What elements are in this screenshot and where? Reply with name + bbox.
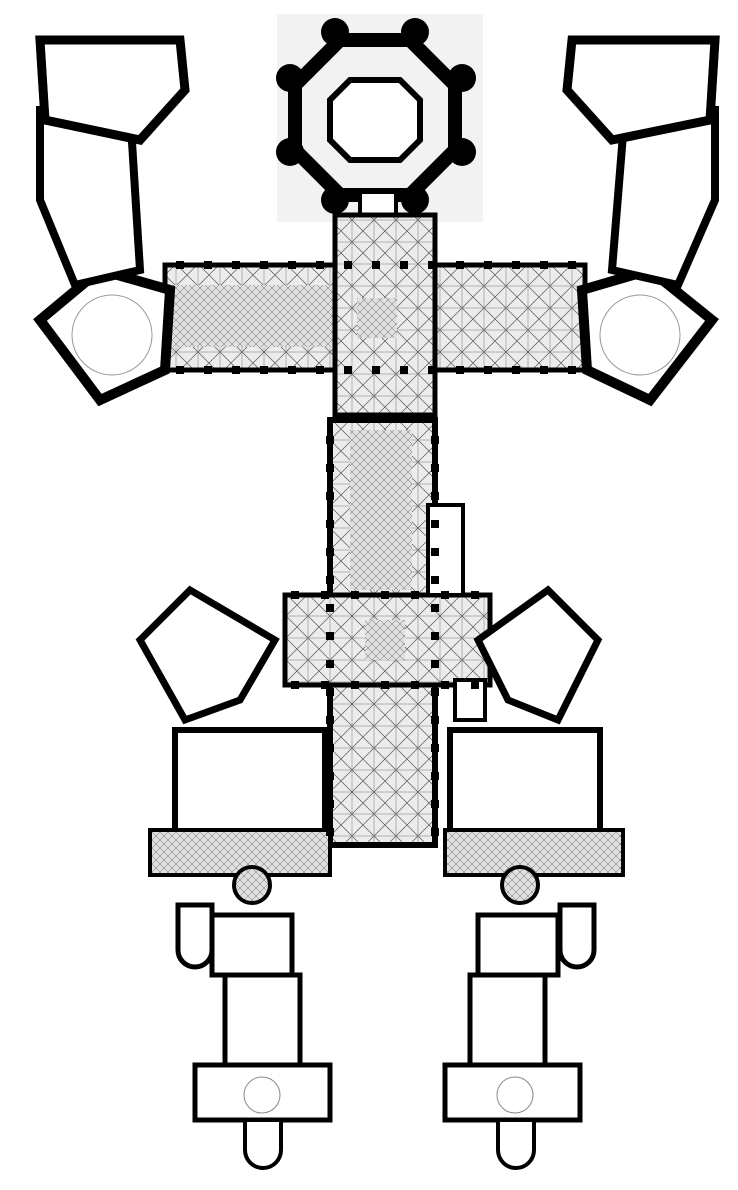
pier bbox=[344, 366, 352, 374]
pier bbox=[321, 681, 329, 689]
pier bbox=[326, 744, 334, 752]
pier bbox=[326, 464, 334, 472]
lower-left-complex bbox=[135, 585, 333, 1170]
pier bbox=[411, 591, 419, 599]
pier bbox=[540, 261, 548, 269]
pier bbox=[326, 688, 334, 696]
pier bbox=[326, 548, 334, 556]
pier bbox=[326, 660, 334, 668]
pier bbox=[431, 576, 439, 584]
pier bbox=[288, 261, 296, 269]
pier bbox=[351, 591, 359, 599]
pier bbox=[204, 261, 212, 269]
pier bbox=[568, 261, 576, 269]
pier bbox=[381, 681, 389, 689]
pier bbox=[431, 800, 439, 808]
pier bbox=[428, 366, 436, 374]
pier bbox=[326, 716, 334, 724]
pier bbox=[260, 366, 268, 374]
pier bbox=[431, 520, 439, 528]
pier bbox=[484, 366, 492, 374]
pier bbox=[326, 604, 334, 612]
pier bbox=[400, 366, 408, 374]
pier bbox=[176, 366, 184, 374]
pier bbox=[381, 591, 389, 599]
pier bbox=[260, 261, 268, 269]
pier bbox=[441, 591, 449, 599]
pier bbox=[431, 604, 439, 612]
pier bbox=[372, 261, 380, 269]
pier bbox=[176, 261, 184, 269]
upper-right-wing bbox=[562, 35, 720, 407]
pier bbox=[456, 366, 464, 374]
pier bbox=[512, 366, 520, 374]
pier bbox=[232, 261, 240, 269]
pier bbox=[431, 548, 439, 556]
pier bbox=[540, 366, 548, 374]
pier bbox=[291, 681, 299, 689]
pier bbox=[351, 681, 359, 689]
pier bbox=[344, 261, 352, 269]
upper-left-wing bbox=[33, 35, 190, 407]
pier bbox=[204, 366, 212, 374]
upper-transept bbox=[162, 212, 588, 418]
pier bbox=[411, 681, 419, 689]
pier bbox=[326, 828, 334, 836]
pier bbox=[372, 366, 380, 374]
pier bbox=[326, 492, 334, 500]
pier bbox=[431, 660, 439, 668]
pier bbox=[326, 576, 334, 584]
octagonal-chapel bbox=[276, 14, 483, 222]
pier bbox=[428, 261, 436, 269]
pier bbox=[326, 800, 334, 808]
pier bbox=[441, 681, 449, 689]
pier bbox=[431, 716, 439, 724]
pier bbox=[288, 366, 296, 374]
pier bbox=[471, 591, 479, 599]
pier bbox=[232, 366, 240, 374]
pier bbox=[471, 681, 479, 689]
pier bbox=[316, 261, 324, 269]
pier bbox=[431, 772, 439, 780]
pier bbox=[316, 366, 324, 374]
pier bbox=[291, 591, 299, 599]
pier bbox=[400, 261, 408, 269]
nave bbox=[282, 417, 493, 848]
pier bbox=[326, 520, 334, 528]
lower-right-complex bbox=[442, 585, 625, 1170]
pier bbox=[431, 492, 439, 500]
pier bbox=[431, 688, 439, 696]
pier bbox=[431, 436, 439, 444]
pier bbox=[321, 591, 329, 599]
pier bbox=[431, 744, 439, 752]
pier bbox=[431, 464, 439, 472]
pier bbox=[326, 772, 334, 780]
pier bbox=[568, 366, 576, 374]
pier bbox=[456, 261, 464, 269]
pier bbox=[484, 261, 492, 269]
pier bbox=[326, 632, 334, 640]
pier bbox=[431, 828, 439, 836]
pier bbox=[326, 436, 334, 444]
pier bbox=[431, 632, 439, 640]
pier bbox=[512, 261, 520, 269]
